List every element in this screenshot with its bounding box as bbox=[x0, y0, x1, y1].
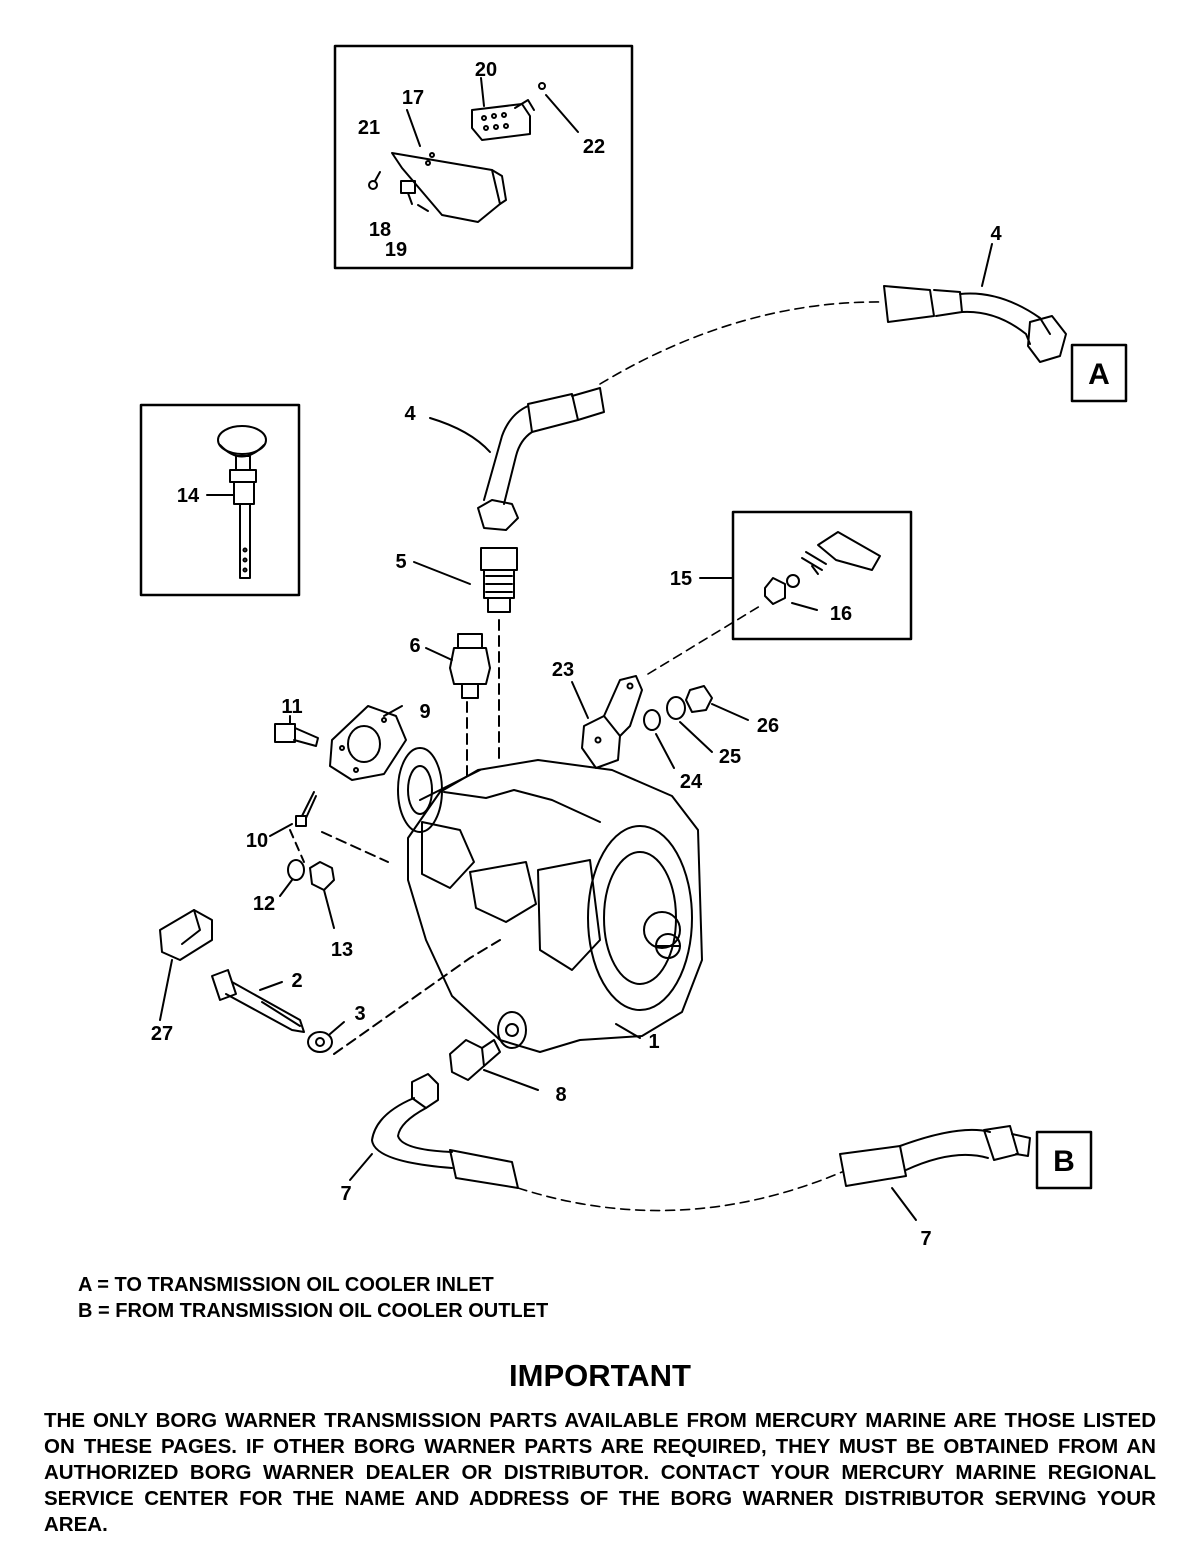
connector-label-b: B bbox=[1053, 1145, 1075, 1178]
bolt-11 bbox=[274, 715, 319, 747]
callout-3: 3 bbox=[354, 1003, 365, 1025]
callout-8: 8 bbox=[555, 1084, 566, 1106]
connector-box-a bbox=[1070, 343, 1128, 403]
dipstick bbox=[206, 425, 267, 579]
callout-15: 15 bbox=[670, 568, 692, 590]
callout-22: 22 bbox=[583, 136, 605, 158]
callout-7-left: 7 bbox=[340, 1183, 351, 1205]
bracket-inset-box bbox=[333, 44, 634, 270]
callout-9: 9 bbox=[419, 701, 430, 723]
bracket-assembly bbox=[368, 77, 579, 223]
callout-2: 2 bbox=[291, 970, 302, 992]
transmission-housing bbox=[289, 747, 703, 1055]
oil-line-upper bbox=[429, 243, 1067, 531]
callout-17: 17 bbox=[402, 87, 424, 109]
connector-legend: A = TO TRANSMISSION OIL COOLER INLET B =… bbox=[78, 1272, 548, 1324]
callout-7-right: 7 bbox=[920, 1228, 931, 1250]
callout-1: 1 bbox=[648, 1031, 659, 1053]
important-heading: IMPORTANT bbox=[509, 1358, 691, 1393]
legend-b: B = FROM TRANSMISSION OIL COOLER OUTLET bbox=[78, 1300, 549, 1322]
callout-19: 19 bbox=[385, 239, 407, 261]
important-notice: THE ONLY BORG WARNER TRANSMISSION PARTS … bbox=[44, 1409, 1156, 1536]
callout-26: 26 bbox=[757, 715, 779, 737]
screw-10 bbox=[269, 791, 317, 837]
fitting-5 bbox=[413, 547, 518, 761]
sender-connector bbox=[699, 531, 881, 611]
callout-14: 14 bbox=[177, 485, 200, 507]
exploded-parts-diagram: A B 20 17 21 22 18 19 4 4 14 5 15 16 6 2… bbox=[139, 44, 1128, 1250]
callout-24: 24 bbox=[680, 771, 703, 793]
sender-6 bbox=[425, 633, 491, 781]
connector-box-b bbox=[1035, 1130, 1093, 1190]
legend-a: A = TO TRANSMISSION OIL COOLER INLET bbox=[78, 1274, 494, 1296]
callout-18: 18 bbox=[369, 219, 391, 241]
plug-27 bbox=[159, 909, 213, 1021]
dipstick-inset-box bbox=[139, 403, 301, 597]
callout-23: 23 bbox=[552, 659, 574, 681]
callout-25: 25 bbox=[719, 746, 741, 768]
dashed-line-b bbox=[517, 1171, 843, 1212]
callout-5: 5 bbox=[395, 551, 406, 573]
oil-line-lower bbox=[349, 1073, 1031, 1221]
washer-12-nut-13 bbox=[279, 859, 335, 929]
callout-13: 13 bbox=[331, 939, 353, 961]
callout-16: 16 bbox=[830, 603, 852, 625]
callout-4-left: 4 bbox=[404, 403, 416, 425]
flange-9 bbox=[329, 705, 407, 781]
bracket-23 bbox=[571, 605, 761, 769]
callout-4-right: 4 bbox=[990, 223, 1002, 245]
callout-27: 27 bbox=[151, 1023, 173, 1045]
dashed-line-a bbox=[599, 301, 885, 385]
callout-10: 10 bbox=[246, 830, 268, 852]
bolt-2 bbox=[211, 969, 345, 1053]
connector-inset-box bbox=[731, 510, 913, 641]
fitting-8 bbox=[449, 1039, 539, 1091]
callout-6: 6 bbox=[409, 635, 420, 657]
callout-20: 20 bbox=[475, 59, 497, 81]
callout-21: 21 bbox=[358, 117, 380, 139]
callout-12: 12 bbox=[253, 893, 275, 915]
callout-11: 11 bbox=[281, 696, 302, 718]
connector-label-a: A bbox=[1088, 358, 1110, 391]
